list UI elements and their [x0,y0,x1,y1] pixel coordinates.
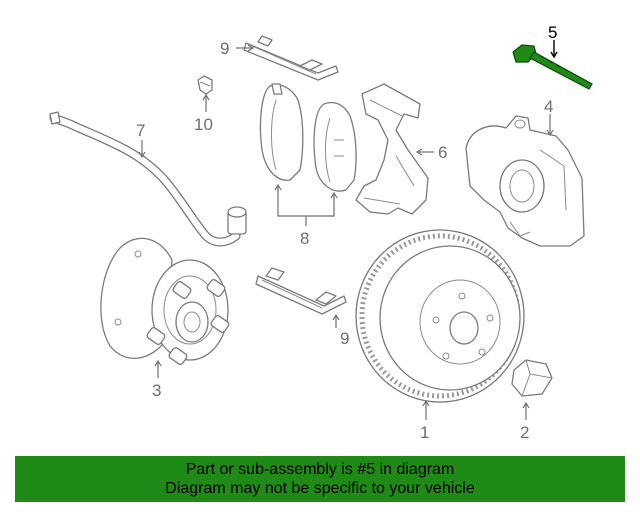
leader-lines [138,40,558,420]
banner-line-disclaimer: Diagram may not be specific to your vehi… [165,480,475,497]
callout-1: 1 [420,423,429,442]
callout-5: 5 [548,23,557,42]
banner-line-part: Part or sub-assembly is #5 in diagram [185,461,455,478]
callout-6: 6 [438,143,447,162]
brake-pad-outer [313,101,357,192]
diagram-notice-banner: Part or sub-assembly is #5 in diagram Di… [15,456,625,502]
callout-3: 3 [152,381,161,400]
caliper-bracket [355,83,429,215]
brake-hose [49,111,247,247]
callout-9-lower: 9 [340,329,349,348]
callout-9-upper: 9 [220,39,229,58]
brake-assembly-diagram: 9 10 7 8 6 4 5 9 3 1 2 [49,23,593,442]
brake-caliper [465,115,585,247]
brake-pad-inner [259,83,304,181]
callout-10: 10 [194,115,213,134]
anti-rattle-clip-lower [255,267,347,315]
callout-8: 8 [300,229,309,248]
caliper-bolt-part-5 [512,44,593,90]
callout-7: 7 [136,121,145,140]
callout-4: 4 [544,97,553,116]
clip-part-10 [197,75,213,95]
hub-bearing-assembly [100,237,230,365]
brake-rotor [355,229,525,403]
lug-nut [511,359,553,397]
callout-2: 2 [520,423,529,442]
anti-rattle-clip-upper [243,35,339,81]
